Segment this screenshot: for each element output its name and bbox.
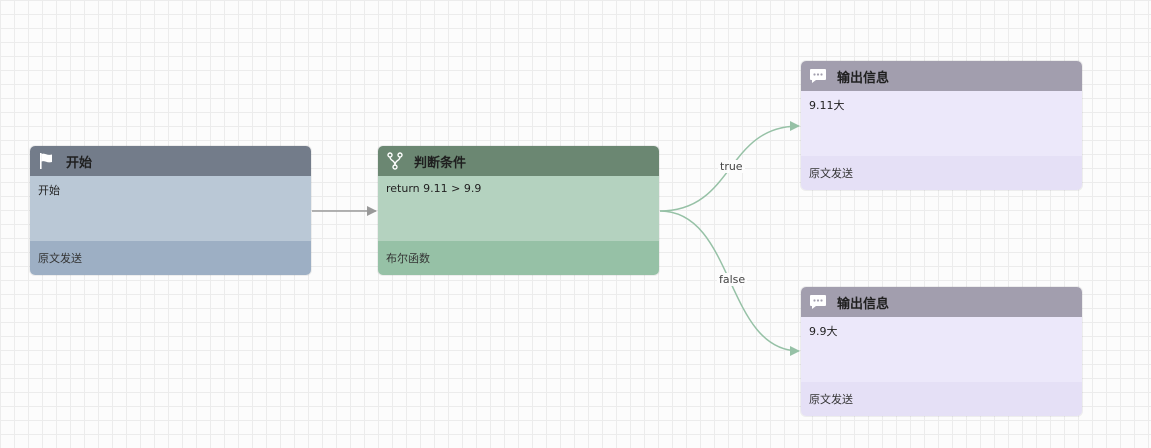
node-output-false-header[interactable]: 输出信息 <box>801 287 1082 317</box>
node-output-true[interactable]: 输出信息 9.11大 原文发送 <box>801 61 1082 190</box>
node-condition-title: 判断条件 <box>414 155 467 171</box>
node-output-false-content: 9.9大 <box>801 317 1082 382</box>
branch-icon <box>386 152 404 170</box>
node-start-content: 开始 <box>30 176 311 241</box>
edge-label-true[interactable]: true <box>718 160 745 173</box>
node-condition[interactable]: 判断条件 return 9.11 > 9.9 布尔函数 <box>378 146 659 275</box>
node-output-true-title: 输出信息 <box>837 70 890 86</box>
node-start-title: 开始 <box>66 155 93 171</box>
chat-icon <box>809 293 827 311</box>
node-condition-header[interactable]: 判断条件 <box>378 146 659 176</box>
chat-icon <box>809 67 827 85</box>
node-condition-content: return 9.11 > 9.9 <box>378 176 659 241</box>
node-output-true-footer: 原文发送 <box>801 156 1082 190</box>
edge-label-false[interactable]: false <box>717 273 748 286</box>
node-start[interactable]: 开始 开始 原文发送 <box>30 146 311 275</box>
node-output-false-title: 输出信息 <box>837 296 890 312</box>
node-output-false[interactable]: 输出信息 9.9大 原文发送 <box>801 287 1082 416</box>
node-start-footer: 原文发送 <box>30 241 311 275</box>
node-output-false-footer: 原文发送 <box>801 382 1082 416</box>
node-condition-footer: 布尔函数 <box>378 241 659 275</box>
node-output-true-header[interactable]: 输出信息 <box>801 61 1082 91</box>
node-start-header[interactable]: 开始 <box>30 146 311 176</box>
node-output-true-content: 9.11大 <box>801 91 1082 156</box>
flag-icon <box>38 152 56 170</box>
